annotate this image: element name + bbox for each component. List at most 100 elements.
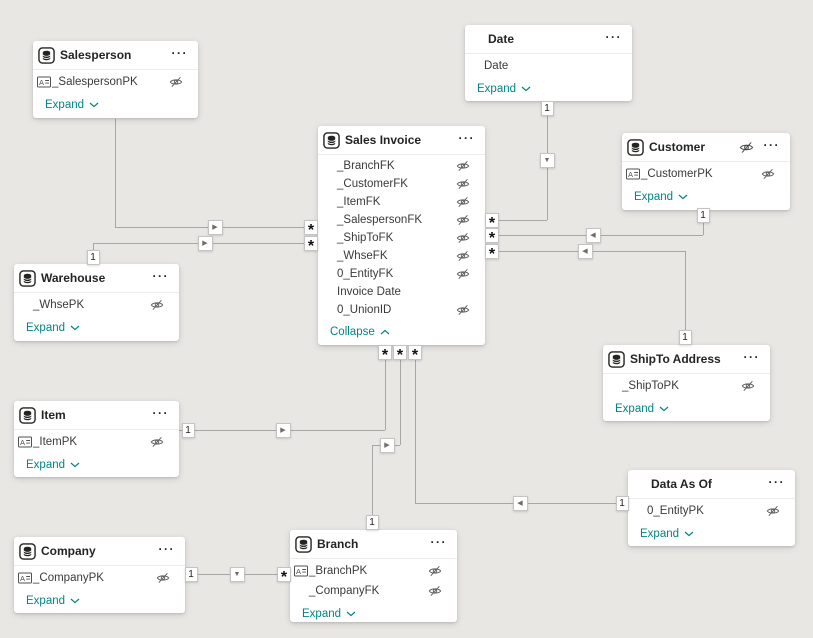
expand-toggle[interactable]: Expand (14, 454, 179, 479)
toggle-label: Expand (477, 83, 517, 95)
relationship-line-date-to-sales-invoice[interactable] (485, 220, 547, 221)
expand-toggle[interactable]: Expand (290, 603, 457, 628)
field-name: Invoice Date (337, 286, 401, 298)
hidden-eye-icon[interactable] (456, 213, 470, 227)
hidden-eye-icon[interactable] (456, 177, 470, 191)
hidden-eye-icon[interactable] (156, 571, 170, 585)
expand-toggle[interactable]: Expand (603, 398, 770, 423)
table-header: Salesperson··· (33, 41, 198, 70)
more-options-button[interactable]: ··· (152, 269, 169, 283)
relationship-line-branch-to-sales-invoice[interactable] (400, 345, 401, 445)
hidden-eye-icon[interactable] (428, 564, 442, 578)
hidden-eye-icon[interactable] (456, 231, 470, 245)
hidden-eye-icon[interactable] (456, 195, 470, 209)
text-key-icon: A (626, 168, 640, 180)
field-name: _WhseFK (337, 250, 388, 262)
hidden-eye-icon[interactable] (766, 504, 780, 518)
field-list: A_ItemPK (14, 430, 179, 454)
expand-toggle[interactable]: Expand (622, 186, 790, 211)
svg-text:A: A (20, 438, 25, 447)
hidden-eye-icon[interactable] (741, 379, 755, 393)
toggle-label: Expand (634, 191, 674, 203)
hidden-eye-icon[interactable] (456, 267, 470, 281)
hidden-eye-icon[interactable] (761, 167, 775, 181)
field-row-date[interactable]: Date (465, 56, 632, 76)
field-row--itempk[interactable]: A_ItemPK (14, 432, 179, 452)
field-row--shiptofk[interactable]: _ShipToFK (318, 229, 485, 247)
table-header: Sales Invoice··· (318, 126, 485, 155)
hidden-eye-icon[interactable] (456, 249, 470, 263)
more-options-button[interactable]: ··· (763, 138, 780, 152)
filter-direction-down-icon: ▼ (539, 152, 555, 168)
table-header: Branch··· (290, 530, 457, 559)
field-row--whsepk[interactable]: _WhsePK (14, 295, 179, 315)
field-row--branchfk[interactable]: _BranchFK (318, 157, 485, 175)
field-list: 0_EntityPK (628, 499, 795, 523)
field-row--itemfk[interactable]: _ItemFK (318, 193, 485, 211)
field-row-invoice-date[interactable]: Invoice Date (318, 283, 485, 301)
more-options-button[interactable]: ··· (158, 542, 175, 556)
more-options-button[interactable]: ··· (743, 350, 760, 364)
hidden-eye-icon[interactable] (150, 298, 164, 312)
expand-toggle[interactable]: Expand (14, 590, 185, 615)
relationship-line-shipto-address-to-sales-invoice[interactable] (685, 251, 686, 345)
hidden-eye-icon[interactable] (739, 140, 754, 155)
field-row--branchpk[interactable]: A_BranchPK (290, 561, 457, 581)
field-row--salespersonfk[interactable]: _SalespersonFK (318, 211, 485, 229)
cardinality-one-marker: 1 (365, 514, 379, 530)
relationship-line-data-as-of-to-sales-invoice[interactable] (415, 345, 416, 503)
field-name: 0_EntityPK (647, 505, 704, 517)
more-options-button[interactable]: ··· (171, 46, 188, 60)
field-row-0-entitypk[interactable]: 0_EntityPK (628, 501, 795, 521)
expand-toggle[interactable]: Expand (465, 78, 632, 103)
expand-toggle[interactable]: Expand (33, 94, 198, 119)
toggle-label: Expand (615, 403, 655, 415)
field-row--companypk[interactable]: A_CompanyPK (14, 568, 185, 588)
relationship-line-item-to-sales-invoice[interactable] (385, 345, 386, 430)
relationship-line-branch-to-sales-invoice[interactable] (372, 445, 373, 530)
relationship-line-customer-to-sales-invoice[interactable] (703, 210, 704, 235)
table-card-sales-invoice[interactable]: Sales Invoice··· _BranchFK_CustomerFK_Ite… (318, 126, 485, 345)
table-card-salesperson[interactable]: Salesperson···A_SalespersonPK Expand (33, 41, 198, 118)
more-options-button[interactable]: ··· (605, 30, 622, 44)
expand-toggle[interactable]: Expand (14, 317, 179, 342)
collapse-toggle[interactable]: Collapse (318, 321, 485, 346)
hidden-eye-icon[interactable] (456, 303, 470, 317)
field-row-0-unionid[interactable]: 0_UnionID (318, 301, 485, 319)
field-row-0-entityfk[interactable]: 0_EntityFK (318, 265, 485, 283)
field-row--shiptopk[interactable]: _ShipToPK (603, 376, 770, 396)
field-row--customerpk[interactable]: A_CustomerPK (622, 164, 790, 184)
field-list: _ShipToPK (603, 374, 770, 398)
more-options-button[interactable]: ··· (430, 535, 447, 549)
relationship-line-salesperson-to-sales-invoice[interactable] (115, 119, 116, 227)
hidden-eye-icon[interactable] (428, 584, 442, 598)
hidden-eye-icon[interactable] (456, 159, 470, 173)
table-title: Item (41, 408, 66, 422)
field-name: _WhsePK (33, 299, 85, 311)
expand-toggle[interactable]: Expand (628, 523, 795, 548)
field-list: _WhsePK (14, 293, 179, 317)
field-row--companyfk[interactable]: _CompanyFK (290, 581, 457, 601)
field-row--whsefk[interactable]: _WhseFK (318, 247, 485, 265)
more-options-button[interactable]: ··· (458, 131, 475, 145)
field-name: _ShipToPK (622, 380, 679, 392)
hidden-eye-icon[interactable] (150, 435, 164, 449)
toggle-label: Expand (45, 99, 85, 111)
more-options-button[interactable]: ··· (768, 475, 785, 489)
field-name: _CustomerPK (641, 168, 713, 180)
cardinality-many-marker: * (485, 243, 499, 263)
field-row--salespersonpk[interactable]: A_SalespersonPK (33, 72, 198, 92)
more-options-button[interactable]: ··· (152, 406, 169, 420)
hidden-eye-icon[interactable] (169, 75, 183, 89)
field-row--customerfk[interactable]: _CustomerFK (318, 175, 485, 193)
cardinality-one-marker: 1 (615, 495, 629, 511)
